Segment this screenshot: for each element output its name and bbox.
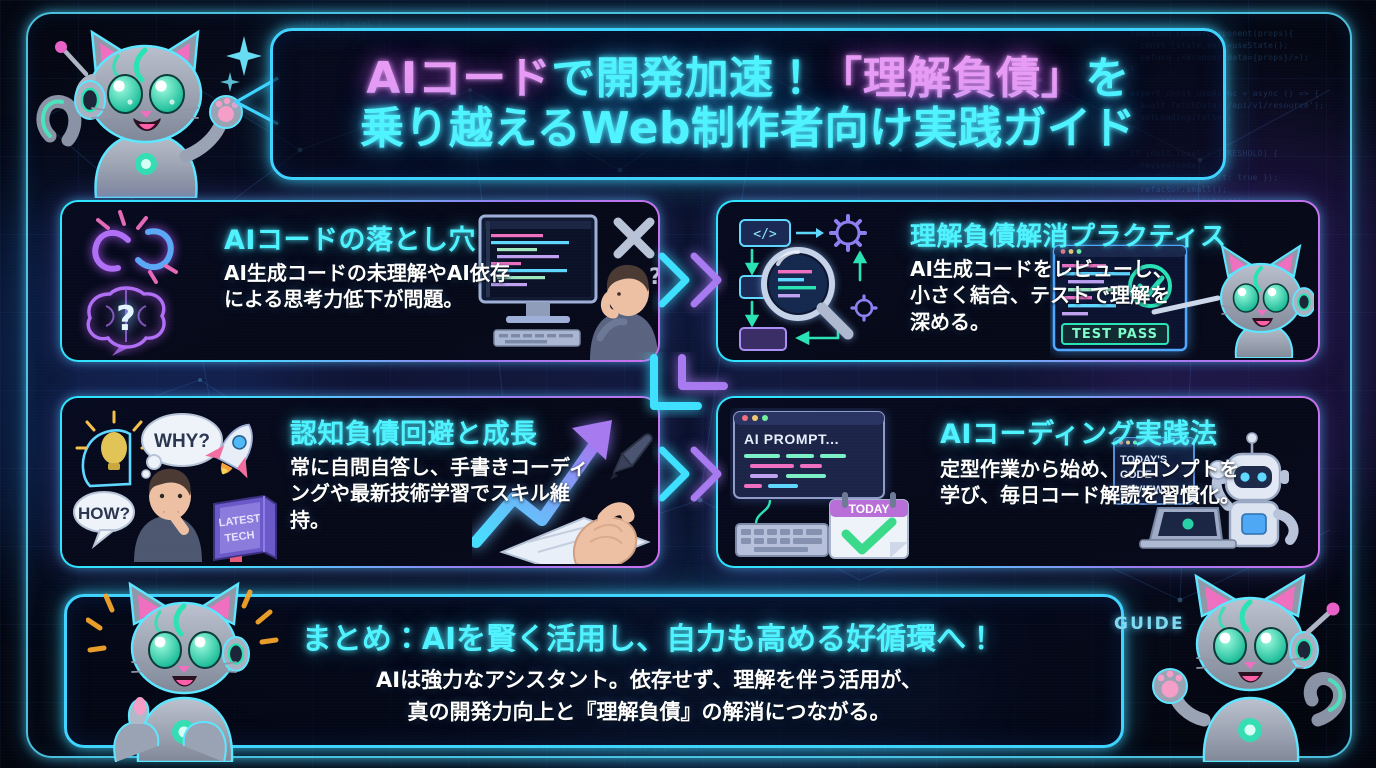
- title-segment-ai-code: AIコード: [366, 53, 552, 105]
- card-heading: AIコーディング実践法: [940, 419, 1218, 450]
- title-bubble: AIコードで開発加速！「理解負債」を 乗り越えるWeb制作者向け実践ガイド: [270, 28, 1226, 180]
- card-body-text: AI生成コードをレビューし、小さく結合、テストで理解を深める。: [910, 257, 1173, 334]
- svg-text:</>: </>: [753, 227, 777, 242]
- title-segment-debt: 「理解負債」: [818, 53, 1086, 105]
- pitfall-left-icons: ?: [86, 210, 178, 356]
- practice-prompt-illustration: AI PROMPT...: [733, 411, 909, 559]
- summary-sub-line-1: AIは強力なアシスタント。依存せず、理解を伴う活用が、: [376, 668, 922, 693]
- svg-text:?: ?: [116, 299, 136, 339]
- card-ai-code-pitfall[interactable]: ?: [60, 200, 660, 362]
- title-segment-wo: を: [1085, 53, 1130, 105]
- growth-thinker-illustration: WHY? HOW?: [73, 410, 277, 562]
- card-inner: WHY? HOW?: [62, 398, 658, 566]
- card-body-text: 常に自問自答し、手書きコーディングや最新技術学習でスキル維持。: [290, 455, 589, 532]
- card-heading: 認知負債回避と成長: [290, 419, 538, 450]
- card-ai-coding-practice[interactable]: AI PROMPT...: [716, 396, 1320, 568]
- card-body-text: 定型作業から始め、プロンプトを学び、毎日コード解読を習慣化。: [940, 457, 1240, 508]
- title-line-2: 乗り越えるWeb制作者向け実践ガイド: [360, 103, 1136, 154]
- card-cognitive-debt-growth[interactable]: WHY? HOW?: [60, 396, 660, 568]
- book-label-line1: LATEST: [218, 512, 261, 529]
- card-inner: </>: [718, 202, 1318, 360]
- card-inner: AI PROMPT...: [718, 398, 1318, 566]
- title-line-1: AIコードで開発加速！「理解負債」を: [366, 56, 1129, 102]
- summary-sub-line-2: 真の開発力向上と『理解負債』の解消につながる。: [407, 700, 891, 724]
- svg-text:?: ?: [649, 265, 658, 290]
- card-debt-resolution-practice[interactable]: </>: [716, 200, 1320, 362]
- guide-label: GUIDE: [1114, 614, 1185, 634]
- card-body-text: AI生成コードの未理解やAI依存による思考力低下が問題。: [224, 261, 510, 312]
- how-bubble-text: HOW?: [78, 504, 130, 523]
- summary-heading: まとめ：AIを賢く活用し、自力も高める好循環へ！: [301, 622, 997, 658]
- why-bubble-text: WHY?: [154, 431, 210, 452]
- card-inner: ?: [62, 202, 658, 360]
- card-heading: 理解負債解消プラクティス: [910, 222, 1227, 252]
- practice-flow-illustration: </>: [739, 214, 878, 351]
- book-label-line2: TECH: [224, 529, 255, 545]
- prompt-window-label: AI PROMPT...: [744, 431, 839, 447]
- card-heading: AIコードの落とし穴: [224, 225, 476, 256]
- summary-bubble: まとめ：AIを賢く活用し、自力も高める好循環へ！ AIは強力なアシスタント。依存…: [64, 594, 1124, 748]
- title-segment-speedup: で開発加速！: [551, 53, 819, 105]
- calendar-label: TODAY: [849, 502, 890, 516]
